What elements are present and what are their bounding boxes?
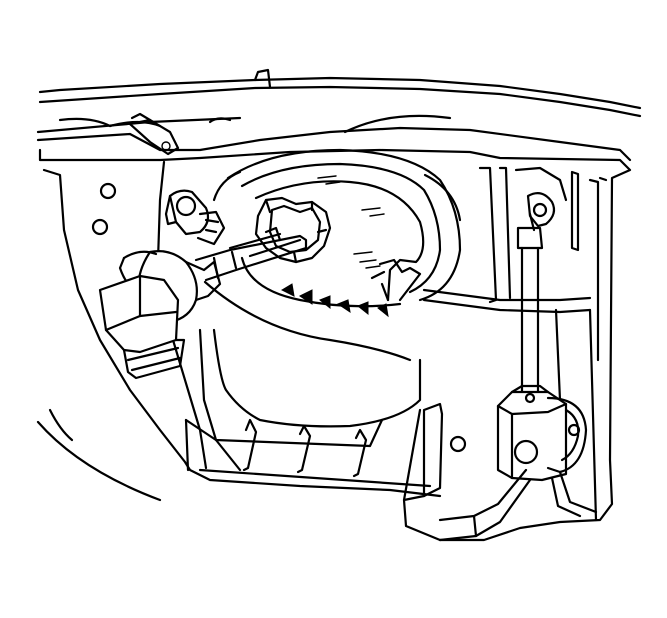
reflector-bowl: [198, 148, 462, 472]
lower-bracket-arm: [438, 468, 598, 542]
headlamp-housing: [36, 148, 632, 542]
side-bulb-socket: [164, 189, 226, 246]
aiming-rod: [516, 191, 556, 396]
upper-clip: [128, 112, 180, 156]
mounting-tab: [402, 402, 444, 542]
bulb-socket-connector: [98, 250, 222, 380]
upper-trim-panel: [36, 68, 642, 162]
housing-ribs: [184, 418, 432, 488]
mounting-bracket: [496, 384, 568, 482]
side-marker-socket: [546, 396, 588, 474]
mounting-holes: [91, 182, 467, 453]
